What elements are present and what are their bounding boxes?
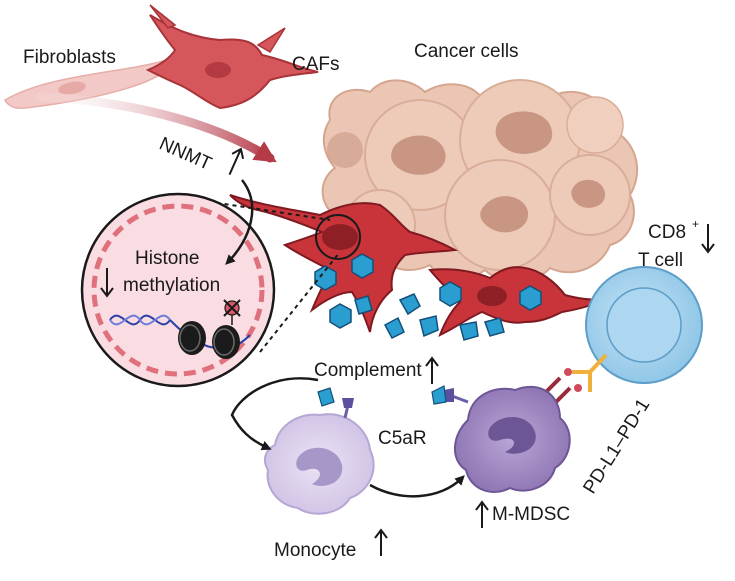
label-complement: Complement <box>314 360 422 381</box>
caf-cell-main <box>229 194 459 333</box>
caf-cell-top <box>145 4 319 110</box>
complement-fragments <box>314 253 542 341</box>
label-c5ar: C5aR <box>378 428 427 449</box>
differentiation-arrow <box>35 92 277 163</box>
c5ar-receptor-monocyte <box>317 387 354 419</box>
label-cafs: CAFs <box>292 54 340 75</box>
c5ar-receptor-mdsc <box>431 385 469 405</box>
label-fibroblasts: Fibroblasts <box>23 47 116 68</box>
label-cd8: CD8 <box>648 222 686 243</box>
complement-arrow <box>230 377 319 451</box>
differentiation-arrow-mdsc <box>369 475 465 498</box>
label-t-cell: T cell <box>638 250 683 271</box>
label-pdl1-pd1: PD-L1–PD-1 <box>579 395 654 497</box>
label-cd8-superscript: + <box>692 217 699 231</box>
down-arrow-cd8-icon <box>701 224 715 254</box>
m-mdsc-cell <box>453 385 571 493</box>
methyl-mark-crossed <box>223 299 241 325</box>
t-cell <box>585 266 703 384</box>
up-arrow-monocyte-icon <box>374 528 388 556</box>
nnmt-arrow <box>225 179 254 265</box>
monocyte-cell <box>263 413 375 515</box>
up-arrow-nnmt-icon <box>228 147 245 176</box>
zoom-source-circle <box>315 214 361 260</box>
up-arrow-complement-icon <box>425 356 439 384</box>
label-methylation: methylation <box>123 275 220 296</box>
label-cancer-cells: Cancer cells <box>414 41 519 62</box>
label-histone: Histone <box>135 248 199 269</box>
zoom-line-bottom <box>259 251 341 353</box>
down-arrow-histone-icon <box>100 268 114 298</box>
label-monocyte: Monocyte <box>274 540 356 561</box>
up-arrow-mmdsc-icon <box>475 500 489 528</box>
pd1-receptor <box>572 353 608 392</box>
nucleosome-2 <box>212 325 240 359</box>
caf-cell-right <box>428 266 606 337</box>
nucleosome-1 <box>178 321 206 355</box>
label-mmdsc: M-MDSC <box>492 504 570 525</box>
label-nnmt: NNMT <box>156 133 215 175</box>
